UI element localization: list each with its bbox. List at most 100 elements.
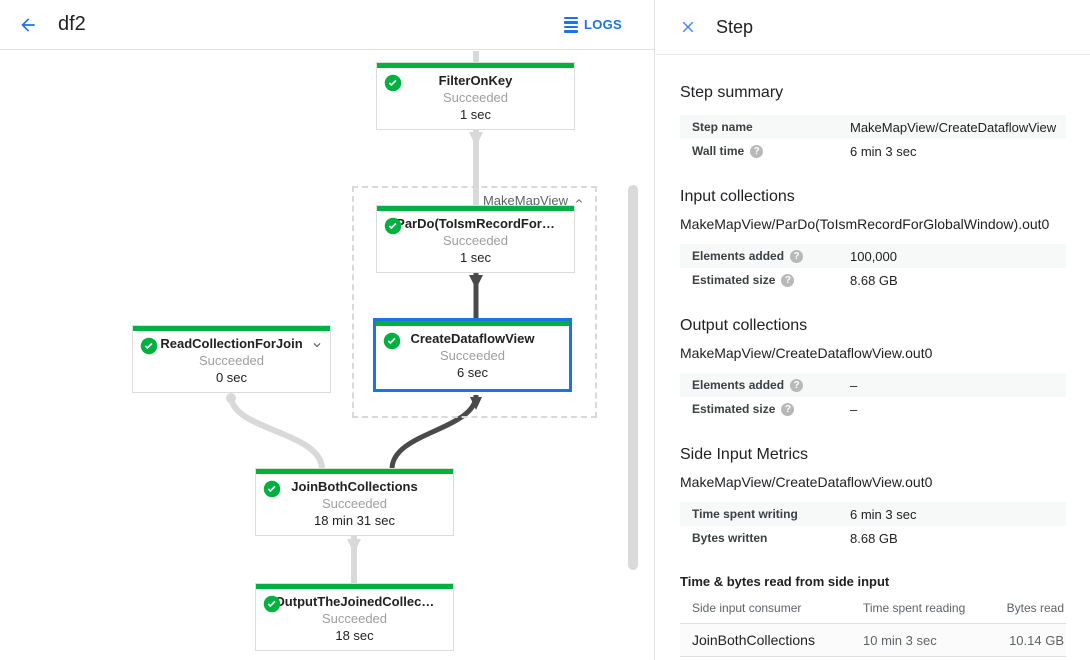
node-title: OutputTheJoinedCollec… — [274, 594, 435, 609]
panel-title: Step — [716, 16, 754, 37]
metric-row-time-spent-writing: Time spent writing 6 min 3 sec — [680, 502, 1066, 526]
node-time: 1 sec — [459, 107, 492, 122]
group-makemapview: MakeMapView — [352, 186, 597, 418]
node-title: CreateDataflowView — [410, 331, 535, 346]
metric-value: 6 min 3 sec — [850, 506, 917, 522]
step-summary-heading: Step summary — [680, 84, 784, 101]
node-joinbothcollections[interactable]: JoinBothCollections Succeeded 18 min 31 … — [255, 468, 454, 536]
help-icon[interactable]: ? — [790, 378, 804, 392]
metric-value: – — [850, 377, 858, 393]
metric-label: Time spent writing — [692, 507, 798, 521]
node-status-bar — [133, 326, 330, 331]
node-time: 6 sec — [456, 365, 489, 380]
node-status-bar — [256, 469, 453, 474]
node-status-bar — [256, 584, 453, 589]
metric-row-bytes-written: Bytes written 8.68 GB — [680, 526, 1066, 550]
group-label: MakeMapView — [482, 193, 568, 208]
metric-label: Bytes written — [692, 531, 768, 545]
node-status-bar — [377, 63, 574, 68]
metric-row-elements-added: Elements added? 100,000 — [680, 244, 1066, 268]
cell-time-reading: 10 min 3 sec — [851, 623, 981, 657]
node-readcollectionforjoin[interactable]: ReadCollectionForJoin Succeeded 0 sec — [132, 325, 331, 393]
node-title: FilterOnKey — [438, 73, 513, 88]
node-time: 1 sec — [459, 250, 492, 265]
cell-consumer: JoinBothCollections — [680, 623, 851, 657]
success-check-icon — [383, 332, 401, 355]
success-check-icon — [384, 217, 402, 240]
help-icon[interactable]: ? — [781, 402, 795, 416]
cell-bytes-read: 10.14 GB — [981, 623, 1066, 657]
metric-label: Estimated size — [692, 273, 776, 287]
output-collections-heading: Output collections — [680, 317, 808, 334]
node-filteronkey[interactable]: FilterOnKey Succeeded 1 sec — [376, 62, 575, 130]
node-title: ReadCollectionForJoin — [160, 336, 303, 351]
node-title: ParDo(ToIsmRecordFor… — [396, 216, 555, 231]
node-pardo-toismrecord[interactable]: ParDo(ToIsmRecordFor… Succeeded 1 sec — [376, 205, 575, 273]
node-status-bar — [376, 321, 569, 326]
help-icon[interactable]: ? — [790, 249, 804, 263]
metric-value: 8.68 GB — [850, 530, 898, 546]
node-status: Succeeded — [442, 90, 509, 105]
side-input-table: Side input consumer Time spent reading B… — [680, 597, 1066, 657]
node-time: 0 sec — [215, 370, 248, 385]
arrow-back-icon — [21, 17, 35, 32]
metric-label: Step name — [692, 120, 753, 134]
col-time-spent-reading: Time spent reading — [851, 597, 981, 624]
node-expand-toggle[interactable] — [310, 338, 324, 357]
success-check-icon — [140, 337, 158, 360]
node-status: Succeeded — [198, 353, 265, 368]
metric-label: Elements added — [692, 378, 785, 392]
node-status: Succeeded — [321, 611, 388, 626]
col-bytes-read: Bytes read — [981, 597, 1066, 624]
metric-label: Wall time — [692, 144, 745, 158]
group-makemapview-toggle[interactable]: MakeMapView — [480, 193, 587, 208]
metric-row-estimated-size: Estimated size? 8.68 GB — [680, 268, 1066, 292]
close-icon — [682, 21, 694, 33]
side-input-table-heading: Time & bytes read from side input — [680, 574, 890, 589]
node-status: Succeeded — [442, 233, 509, 248]
job-toolbar: df2 LOGS — [0, 0, 654, 50]
success-check-icon — [384, 74, 402, 97]
graph-scrollbar[interactable] — [628, 185, 638, 570]
metric-value: 6 min 3 sec — [850, 143, 917, 159]
panel-header: Step — [656, 0, 1090, 55]
job-graph-area: df2 LOGS MakeMa — [0, 0, 655, 660]
node-createdataflowview-selected[interactable]: CreateDataflowView Succeeded 6 sec — [373, 318, 572, 392]
metric-value: 100,000 — [850, 248, 897, 264]
side-input-collection-name: MakeMapView/CreateDataflowView.out0 — [680, 474, 933, 490]
input-collection-name: MakeMapView/ParDo(ToIsmRecordForGlobalWi… — [680, 216, 1050, 232]
output-collection-name: MakeMapView/CreateDataflowView.out0 — [680, 345, 933, 361]
node-title: JoinBothCollections — [291, 479, 418, 494]
node-status: Succeeded — [321, 496, 388, 511]
metric-row-step-name: Step name MakeMapView/CreateDataflowView — [680, 115, 1066, 139]
close-panel-button[interactable] — [676, 15, 700, 39]
metric-value: 8.68 GB — [850, 272, 898, 288]
metric-value: – — [850, 401, 858, 417]
help-icon[interactable]: ? — [781, 273, 795, 287]
metric-row-wall-time: Wall time? 6 min 3 sec — [680, 139, 1066, 163]
metric-value: MakeMapView/CreateDataflowView — [850, 119, 1057, 135]
node-status-bar — [377, 206, 574, 211]
logs-button[interactable]: LOGS — [563, 16, 622, 33]
metric-row-elements-added: Elements added? – — [680, 373, 1066, 397]
success-check-icon — [263, 595, 281, 618]
node-outputthejoined[interactable]: OutputTheJoinedCollec… Succeeded 18 sec — [255, 583, 454, 651]
graph-edges — [226, 51, 483, 584]
step-details-panel: Step Step summary Step name MakeMapView/… — [656, 0, 1090, 660]
metric-label: Elements added — [692, 249, 785, 263]
back-button[interactable] — [16, 13, 40, 37]
chevron-down-icon — [313, 343, 321, 348]
help-icon[interactable]: ? — [750, 144, 764, 158]
metric-row-estimated-size: Estimated size? – — [680, 397, 1066, 421]
table-row: JoinBothCollections 10 min 3 sec 10.14 G… — [680, 623, 1066, 657]
node-time: 18 sec — [335, 628, 374, 643]
node-status: Succeeded — [439, 348, 506, 363]
col-side-input-consumer: Side input consumer — [680, 597, 851, 624]
logs-label: LOGS — [583, 17, 622, 32]
metric-label: Estimated size — [692, 402, 776, 416]
chevron-up-icon — [576, 198, 582, 203]
node-time: 18 min 31 sec — [314, 513, 395, 528]
input-collections-heading: Input collections — [680, 188, 795, 205]
job-title: df2 — [58, 13, 86, 35]
